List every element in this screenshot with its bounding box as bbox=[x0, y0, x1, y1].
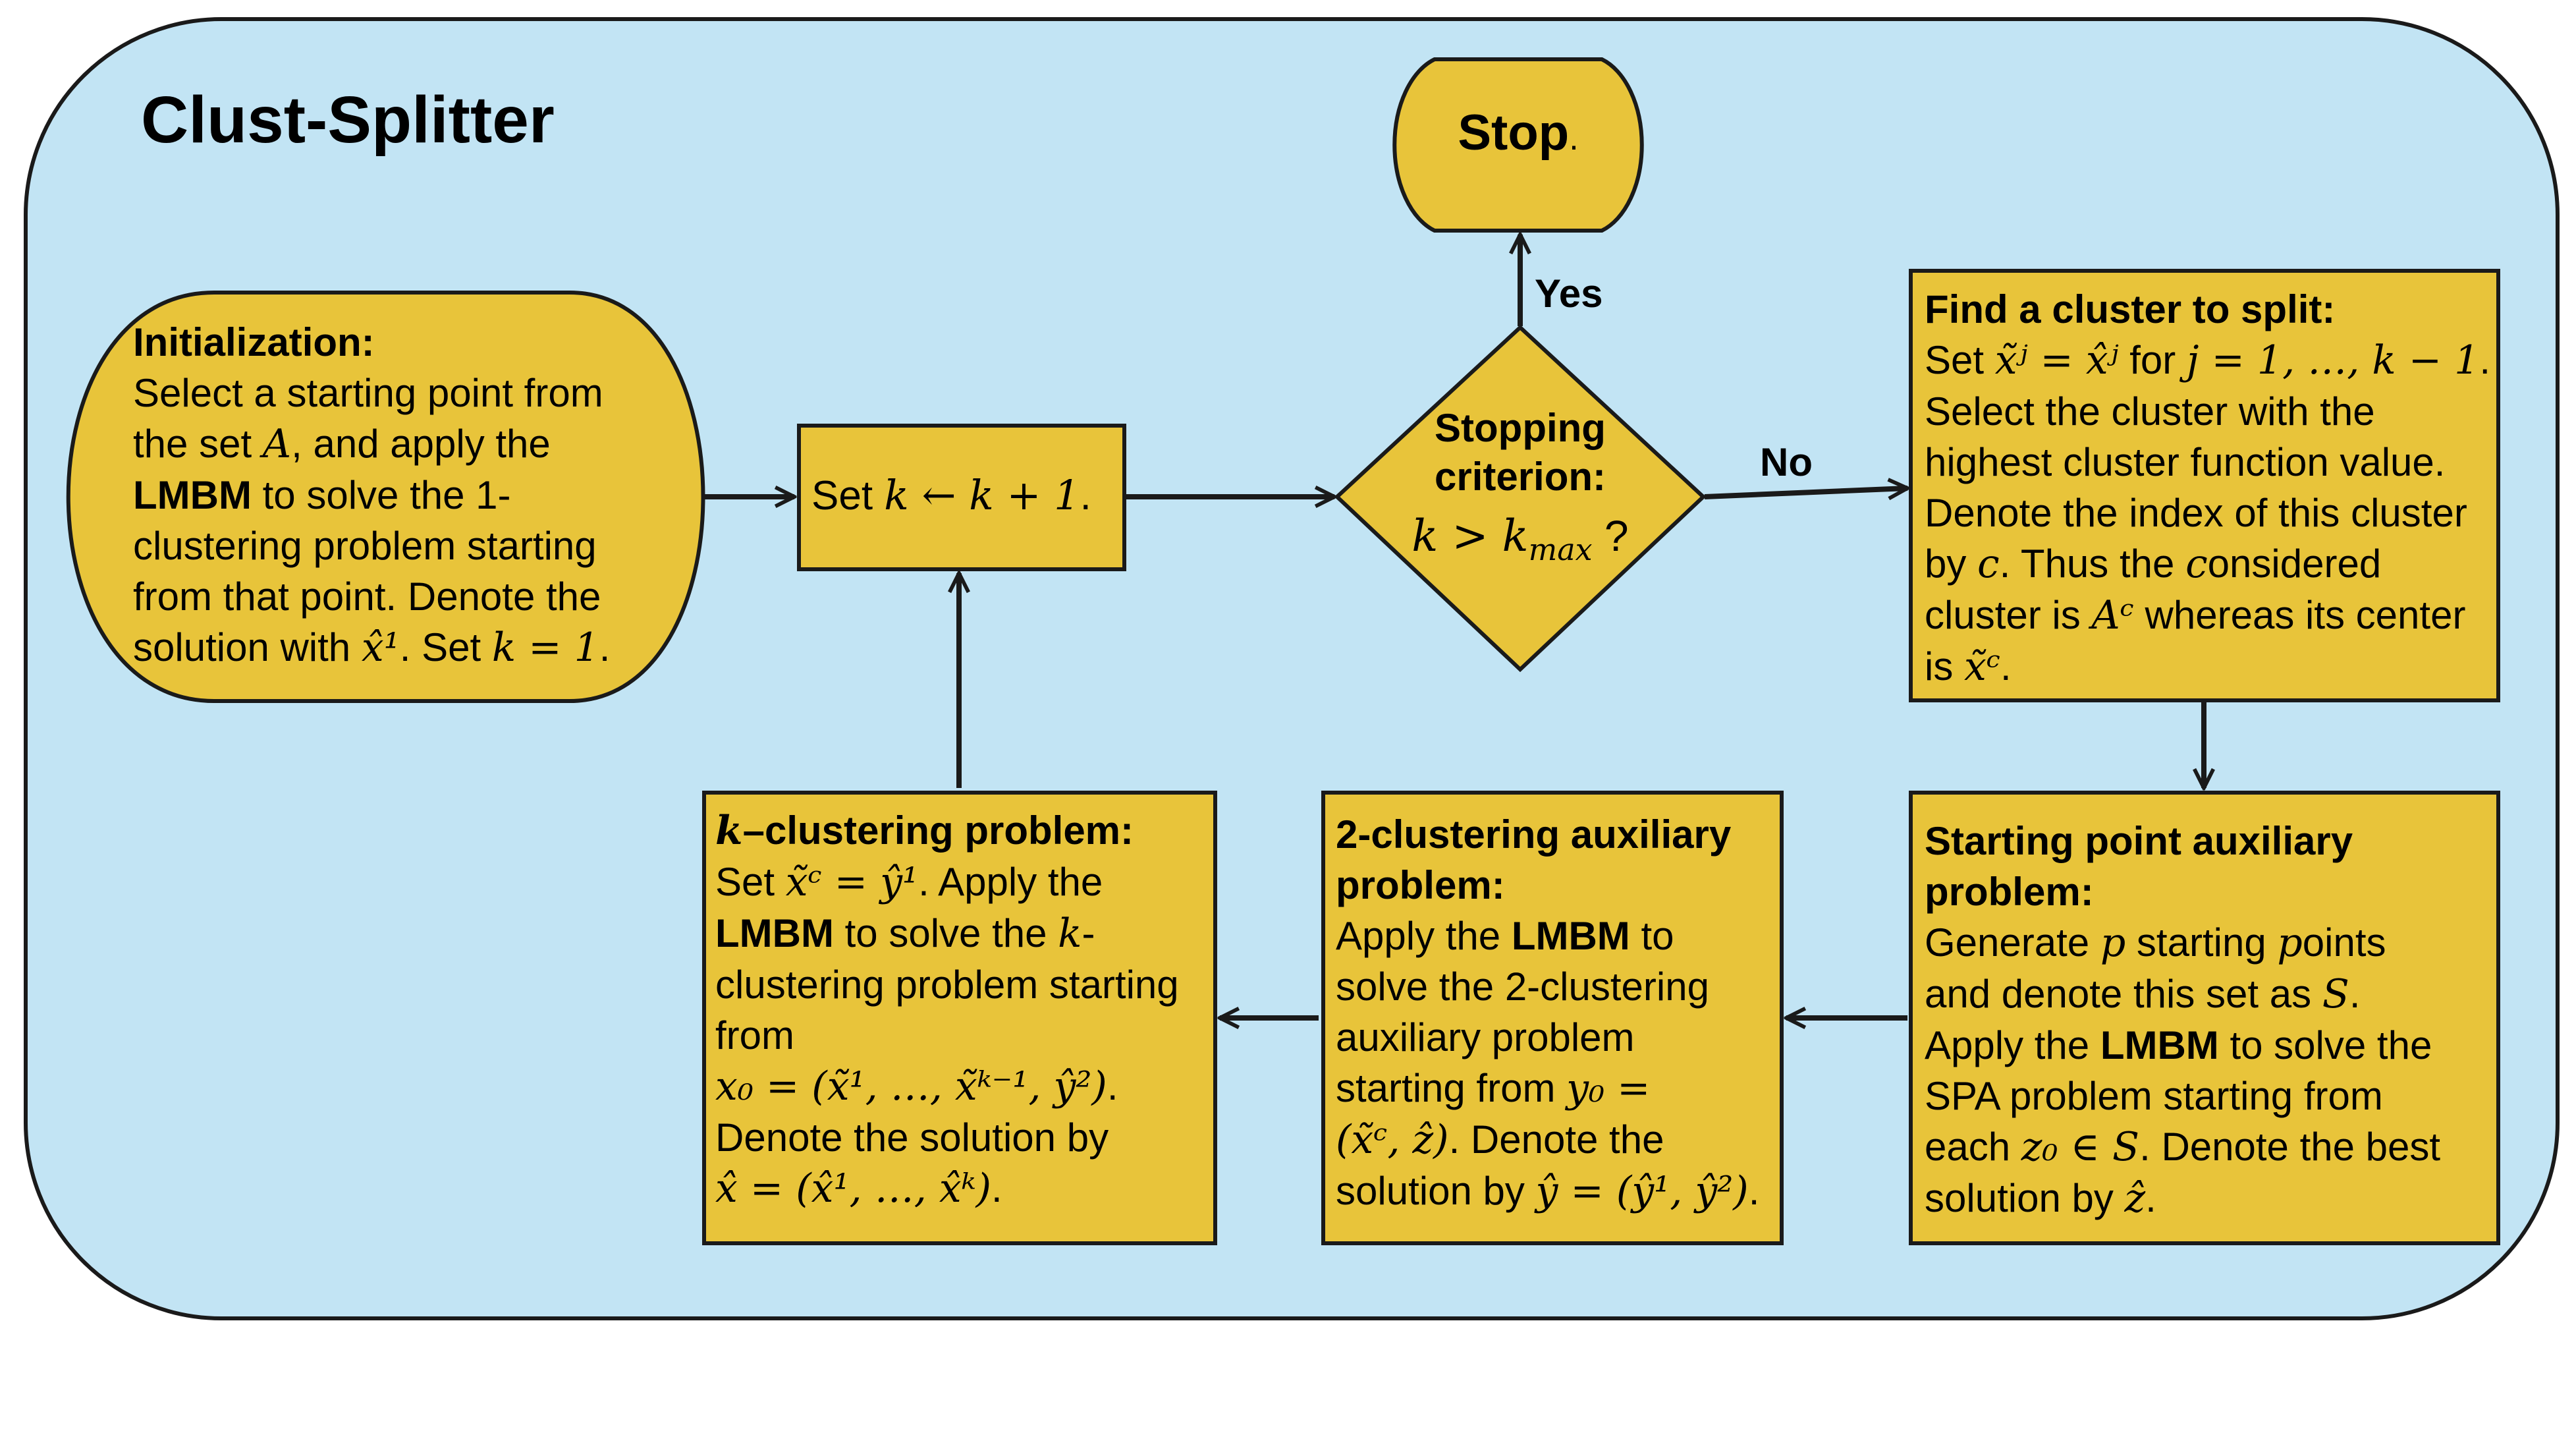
initialization-text: Initialization: Select a starting point … bbox=[133, 317, 610, 673]
stop-node bbox=[1392, 57, 1644, 233]
tc-line-5: (x̃ᶜ, ẑ). Denote the bbox=[1336, 1117, 1664, 1163]
init-line-6: solution with x̂¹. Set k = 1. bbox=[133, 625, 611, 671]
diagram-title: Clust-Splitter bbox=[141, 83, 555, 157]
starting-point-heading-2: problem: bbox=[1925, 870, 2094, 914]
k-clustering-node bbox=[702, 791, 1217, 1245]
k-clustering-text: k–clustering problem: Set x̃ᶜ = ŷ¹. Appl… bbox=[715, 805, 1179, 1214]
sp-line-4: SPA problem starting from bbox=[1925, 1074, 2383, 1118]
find-line-1: Set x̃ʲ = x̂ʲ for j = 1, …, k − 1. bbox=[1925, 337, 2490, 383]
criterion-line-1: Stopping bbox=[1435, 406, 1606, 450]
tc-line-2: solve the 2-clustering bbox=[1336, 965, 1709, 1009]
kc-line-6: Denote the solution by bbox=[715, 1115, 1109, 1160]
stopping-criterion-decision bbox=[1334, 324, 1707, 673]
kc-line-3: clustering problem starting bbox=[715, 963, 1179, 1007]
find-line-2: Select the cluster with the bbox=[1925, 389, 2375, 434]
two-clustering-node bbox=[1321, 791, 1784, 1245]
tc-line-1: Apply the LMBM to bbox=[1336, 914, 1674, 958]
criterion-line-3: k > kmax ? bbox=[1411, 511, 1629, 568]
two-clustering-heading-1: 2-clustering auxiliary bbox=[1336, 812, 1732, 857]
sp-line-2: and denote this set as S. bbox=[1925, 971, 2361, 1017]
find-line-5: by c. Thus the considered bbox=[1925, 541, 2382, 587]
yes-label: Yes bbox=[1535, 271, 1603, 316]
sp-line-6: solution by ẑ. bbox=[1925, 1175, 2156, 1222]
tc-line-3: auxiliary problem bbox=[1336, 1015, 1635, 1059]
init-line-4: clustering problem starting bbox=[133, 524, 597, 568]
sp-line-1: Generate p starting points bbox=[1925, 920, 2386, 966]
starting-point-text: Starting point auxiliary problem: Genera… bbox=[1925, 816, 2440, 1224]
starting-point-heading-1: Starting point auxiliary bbox=[1925, 819, 2353, 863]
initialization-heading: Initialization: bbox=[133, 320, 375, 364]
criterion-text: Stopping criterion: k > kmax ? bbox=[1383, 408, 1657, 565]
two-clustering-text: 2-clustering auxiliary problem: Apply th… bbox=[1336, 809, 1759, 1217]
init-line-5: from that point. Denote the bbox=[133, 575, 601, 619]
k-clustering-heading: k–clustering problem: bbox=[715, 808, 1134, 854]
kc-line-1: Set x̃ᶜ = ŷ¹. Apply the bbox=[715, 859, 1103, 905]
kc-line-2: LMBM to solve the k- bbox=[715, 911, 1095, 957]
find-cluster-text: Find a cluster to split: Set x̃ʲ = x̂ʲ f… bbox=[1925, 284, 2490, 692]
sp-line-5: each z₀ ∈ S. Denote the best bbox=[1925, 1124, 2441, 1170]
sp-line-3: Apply the LMBM to solve the bbox=[1925, 1023, 2432, 1067]
increment-k-node bbox=[797, 424, 1126, 571]
two-clustering-heading-2: problem: bbox=[1336, 863, 1505, 907]
stop-label: Stop. bbox=[1458, 105, 1579, 161]
no-label: No bbox=[1760, 440, 1813, 484]
kc-line-5: x₀ = (x̃¹, …, x̃ᵏ⁻¹, ŷ²). bbox=[715, 1063, 1118, 1110]
increment-k-text: Set k ← k + 1. bbox=[811, 471, 1091, 519]
find-line-7: is x̃ᶜ. bbox=[1925, 644, 2012, 690]
find-cluster-node bbox=[1909, 269, 2500, 702]
find-cluster-heading: Find a cluster to split: bbox=[1925, 287, 2336, 331]
starting-point-node bbox=[1909, 791, 2500, 1245]
init-line-2: the set A, and apply the bbox=[133, 421, 551, 467]
init-line-1: Select a starting point from bbox=[133, 371, 603, 415]
initialization-node bbox=[66, 291, 705, 703]
tc-line-4: starting from y₀ = bbox=[1336, 1065, 1651, 1111]
tc-line-6: solution by ŷ = (ŷ¹, ŷ²). bbox=[1336, 1168, 1760, 1214]
kc-line-4: from bbox=[715, 1013, 794, 1057]
kc-line-7: x̂ = (x̂¹, …, x̂ᵏ). bbox=[715, 1166, 1002, 1212]
find-line-3: highest cluster function value. bbox=[1925, 440, 2446, 484]
init-line-3: LMBM to solve the 1- bbox=[133, 473, 511, 517]
criterion-line-2: criterion: bbox=[1434, 455, 1606, 499]
find-line-4: Denote the index of this cluster bbox=[1925, 491, 2467, 535]
find-line-6: cluster is Aᶜ whereas its center bbox=[1925, 592, 2466, 638]
arrow-criterion-to-find-cluster bbox=[1704, 488, 1907, 497]
